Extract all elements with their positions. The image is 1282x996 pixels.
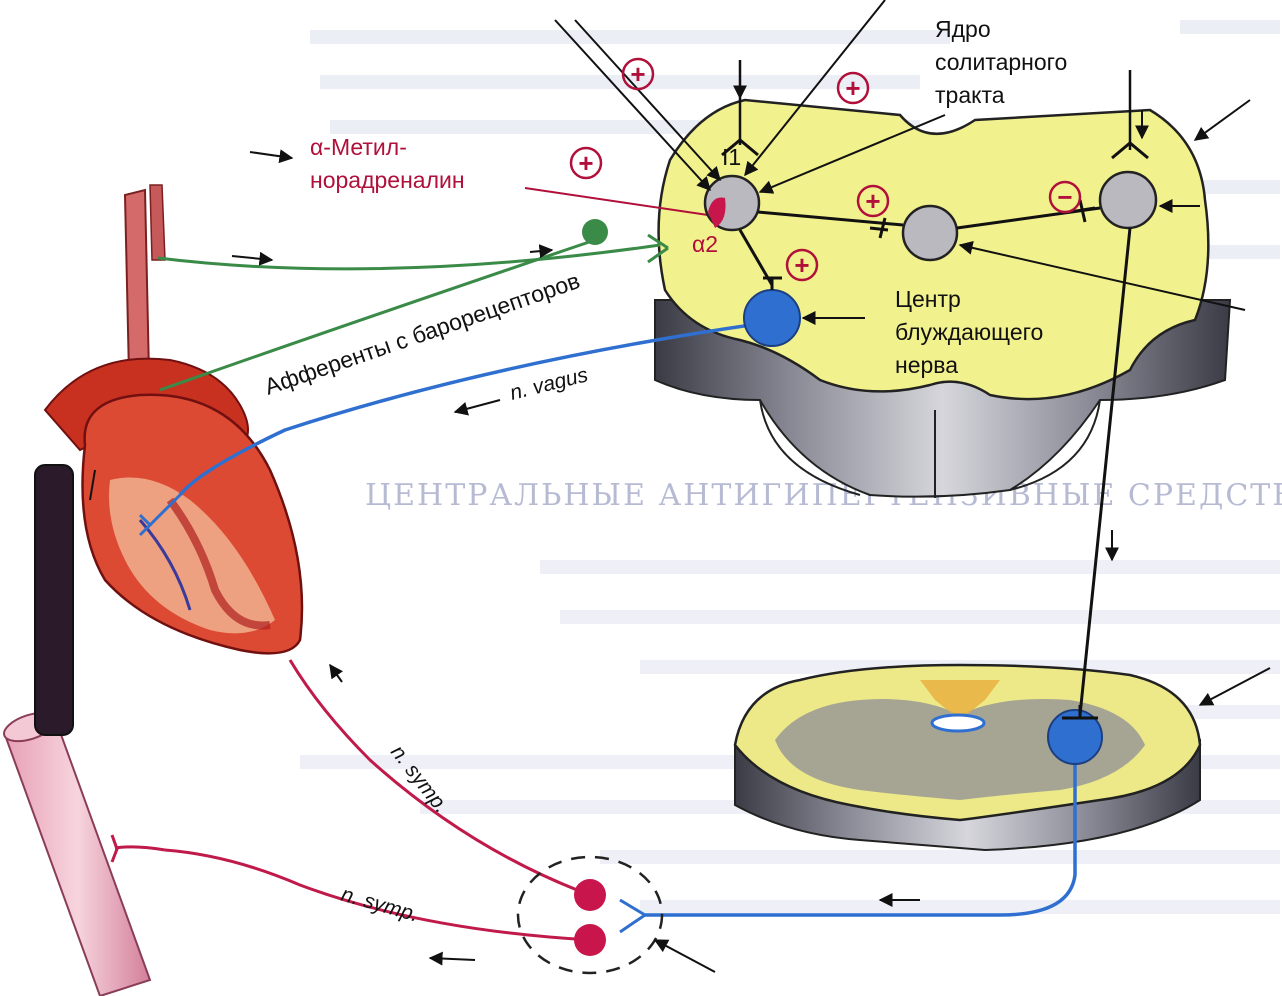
- baroreceptor-ganglion-neuron: [582, 219, 608, 245]
- methyl-label-line-1: α-Метил-: [310, 134, 407, 160]
- heart-illustration: [34, 184, 304, 736]
- rvlm-neuron: [1098, 170, 1158, 230]
- nucleus-label-line-3: тракта: [935, 82, 1005, 108]
- alpha2-label: α2: [692, 231, 718, 257]
- plus-sign-4: +: [856, 184, 890, 218]
- svg-text:+: +: [578, 148, 593, 178]
- svg-text:−: −: [1057, 182, 1072, 212]
- alpha2-receptor-marker: [708, 197, 726, 228]
- sympathetic-fibers: [110, 659, 664, 975]
- svg-text:+: +: [865, 186, 880, 216]
- spinal-efferent-fiber: [619, 740, 1077, 934]
- n-vagus-label: n. vagus: [508, 363, 591, 405]
- sympathetic-ganglion-neuron-2: [574, 924, 606, 956]
- i1-label: I1: [722, 144, 741, 170]
- vagus-efferent-fiber: [138, 320, 773, 537]
- plus-sign-3: +: [569, 146, 603, 180]
- baroreceptor-afferent-fiber: [157, 219, 669, 392]
- medulla-neurons: [703, 60, 1158, 765]
- vagal-center-label-line-3: нерва: [895, 352, 958, 378]
- n-symp-label-1: n. symp.: [386, 741, 453, 818]
- n-symp-label-2: n. symp.: [339, 883, 422, 927]
- vagal-center-label-line-2: блуждающего: [895, 319, 1043, 345]
- plus-sign-2: +: [836, 71, 870, 105]
- pointer-arrows: [231, 0, 1271, 973]
- blood-vessel: [3, 711, 152, 996]
- central-canal: [930, 713, 986, 733]
- plus-sign-1: +: [621, 57, 655, 91]
- methyl-label-line-2: норадреналин: [310, 167, 465, 193]
- vagal-center-label-line-1: Центр: [895, 286, 961, 312]
- sympathetic-ganglion-boundary: [516, 855, 664, 975]
- background-heading: ЦЕНТРАЛЬНЫЕ АНТИГИПЕРТЕНЗИВНЫЕ СРЕДСТВА: [365, 478, 1282, 513]
- nucleus-label-line-2: солитарного: [935, 49, 1067, 75]
- svg-text:+: +: [845, 73, 860, 103]
- sympathetic-ganglion-neuron-1: [574, 879, 606, 911]
- spinal-cord-section: [733, 663, 1202, 852]
- vagal-center-neuron: [743, 289, 801, 347]
- plus-sign-5: +: [785, 248, 819, 282]
- nucleus-label-line-1: Ядро: [935, 16, 991, 42]
- svg-text:+: +: [794, 250, 809, 280]
- spinal-preganglionic-neuron: [1047, 709, 1103, 765]
- minus-sign: −: [1048, 180, 1082, 214]
- svg-text:+: +: [630, 59, 645, 89]
- interneuron: [901, 204, 959, 262]
- effect-signs: + + + + + −: [569, 57, 1082, 282]
- methyl-pointer-line: [524, 187, 709, 216]
